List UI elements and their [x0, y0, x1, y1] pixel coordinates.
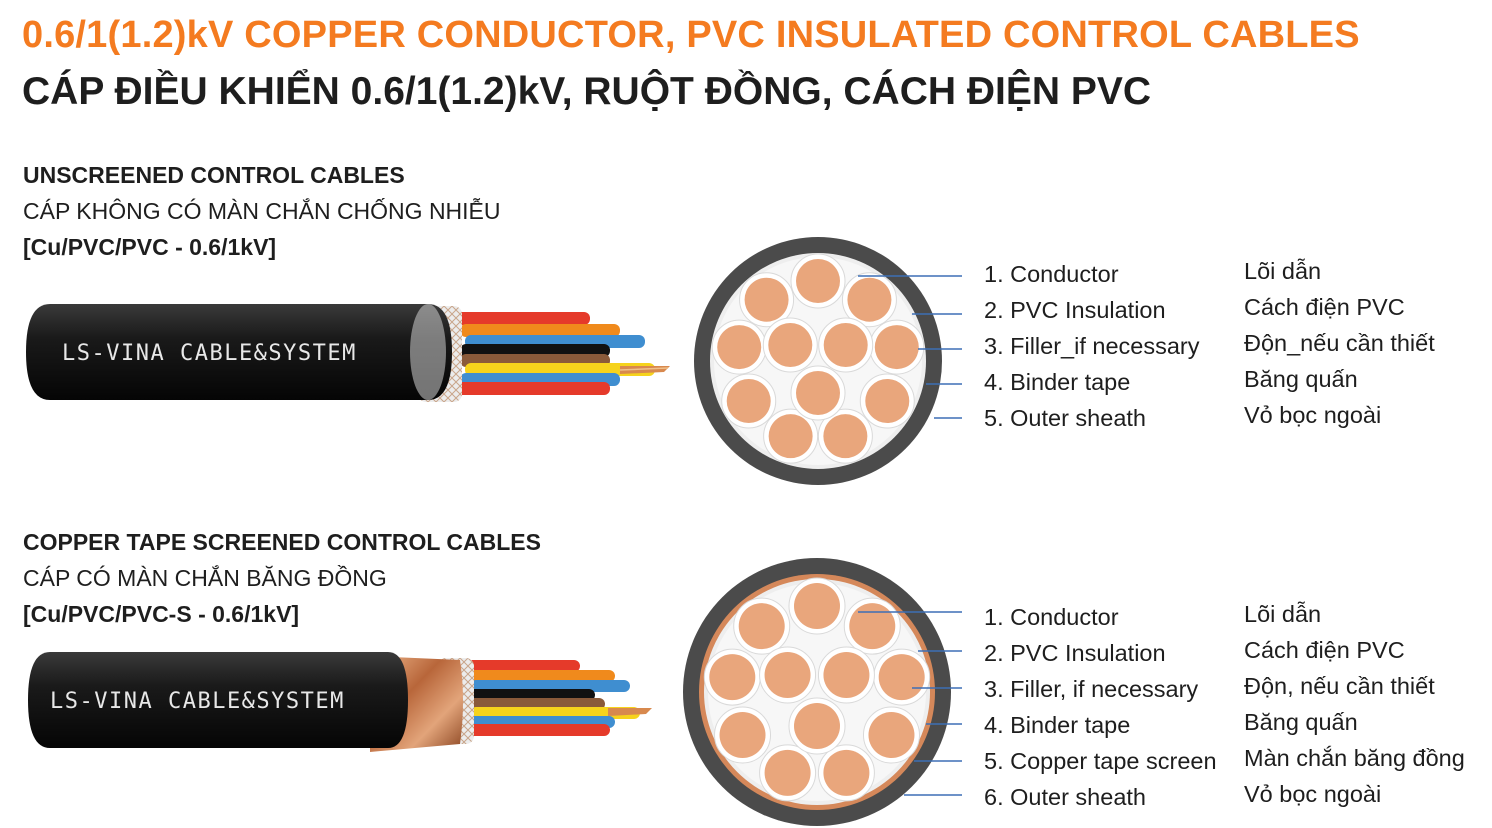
copper-conductor [764, 749, 811, 796]
copper-conductor [823, 414, 868, 459]
legend-label-vi: Cách điện PVC [1244, 294, 1405, 320]
copper-conductor [823, 323, 868, 367]
section-subheading-unscreened: CÁP KHÔNG CÓ MÀN CHẮN CHỐNG NHIỄU [23, 198, 501, 224]
copper-conductor [768, 323, 813, 367]
copper-conductor [726, 379, 771, 423]
copper-conductor [738, 603, 785, 650]
legend-label-en: 3. Filler_if necessary [984, 333, 1200, 359]
section-subheading-screened: CÁP CÓ MÀN CHẮN BĂNG ĐỒNG [23, 565, 387, 591]
legend-label-vi: Màn chắn băng đồng [1244, 745, 1465, 771]
cable-print-text: LS-VINA CABLE&SYSTEM [50, 689, 345, 714]
legend-label-vi: Băng quấn [1244, 366, 1358, 392]
cable-side-view-screened: LS-VINA CABLE&SYSTEM [28, 652, 652, 752]
copper-conductor [823, 749, 870, 796]
copper-conductor [794, 583, 840, 629]
copper-conductor [794, 703, 840, 749]
section-code-screened: [Cu/PVC/PVC-S - 0.6/1kV] [23, 601, 300, 627]
page-title-vietnamese: CÁP ĐIỀU KHIỂN 0.6/1(1.2)kV, RUỘT ĐỒNG, … [22, 70, 1152, 113]
copper-conductor [764, 652, 811, 698]
outer-sheath-body [26, 304, 452, 400]
copper-conductor [823, 652, 870, 698]
copper-conductor [719, 712, 766, 758]
wire-bundle [460, 660, 652, 736]
section-heading-screened: COPPER TAPE SCREENED CONTROL CABLES [23, 529, 541, 555]
legend-label-en: 4. Binder tape [984, 712, 1131, 738]
legend-label-vi: Băng quấn [1244, 709, 1358, 735]
legend-label-vi: Lõi dẫn [1244, 601, 1322, 627]
legend-label-en: 4. Binder tape [984, 369, 1131, 395]
conductor-cores [711, 253, 925, 464]
copper-conductor [717, 325, 762, 370]
cable-side-view-unscreened: LS-VINA CABLE&SYSTEM [26, 304, 670, 402]
legend-label-en: 5. Copper tape screen [984, 748, 1217, 774]
legend-label-vi: Vỏ bọc ngoài [1244, 402, 1382, 428]
legend-label-vi: Cách điện PVC [1244, 637, 1405, 663]
section-code-unscreened: [Cu/PVC/PVC - 0.6/1kV] [23, 234, 277, 260]
legend-label-vi: Lõi dẫn [1244, 258, 1322, 284]
legend-label-vi: Vỏ bọc ngoài [1244, 781, 1382, 807]
legend-label-en: 1. Conductor [984, 604, 1119, 630]
legend-label-en: 5. Outer sheath [984, 405, 1146, 431]
legend-label-en: 6. Outer sheath [984, 784, 1146, 810]
copper-conductor [744, 277, 789, 322]
copper-conductor [849, 603, 896, 650]
legend-label-vi: Độn_nếu cần thiết [1244, 330, 1435, 356]
outer-sheath-body [28, 652, 408, 748]
legend-label-en: 2. PVC Insulation [984, 640, 1166, 666]
legend-label-en: 2. PVC Insulation [984, 297, 1166, 323]
copper-conductor [865, 379, 910, 423]
copper-conductor [768, 414, 813, 459]
page-title-english: 0.6/1(1.2)kV COPPER CONDUCTOR, PVC INSUL… [22, 14, 1360, 56]
copper-conductor [709, 654, 756, 701]
copper-conductor [847, 277, 892, 322]
legend-label-vi: Độn, nếu cần thiết [1244, 673, 1435, 699]
copper-conductor [796, 259, 840, 303]
cable-print-text: LS-VINA CABLE&SYSTEM [62, 341, 357, 366]
legend-label-en: 1. Conductor [984, 261, 1119, 287]
section-heading-unscreened: UNSCREENED CONTROL CABLES [23, 162, 405, 188]
copper-conductor [868, 712, 915, 758]
copper-conductor [796, 371, 840, 415]
wire-bundle [450, 312, 670, 395]
copper-conductor [874, 325, 919, 370]
cross-section-unscreened [694, 237, 942, 485]
cross-section-screened [683, 558, 951, 826]
copper-conductor [878, 654, 925, 701]
legend-label-en: 3. Filler, if necessary [984, 676, 1199, 702]
conductor-cores [703, 577, 931, 802]
